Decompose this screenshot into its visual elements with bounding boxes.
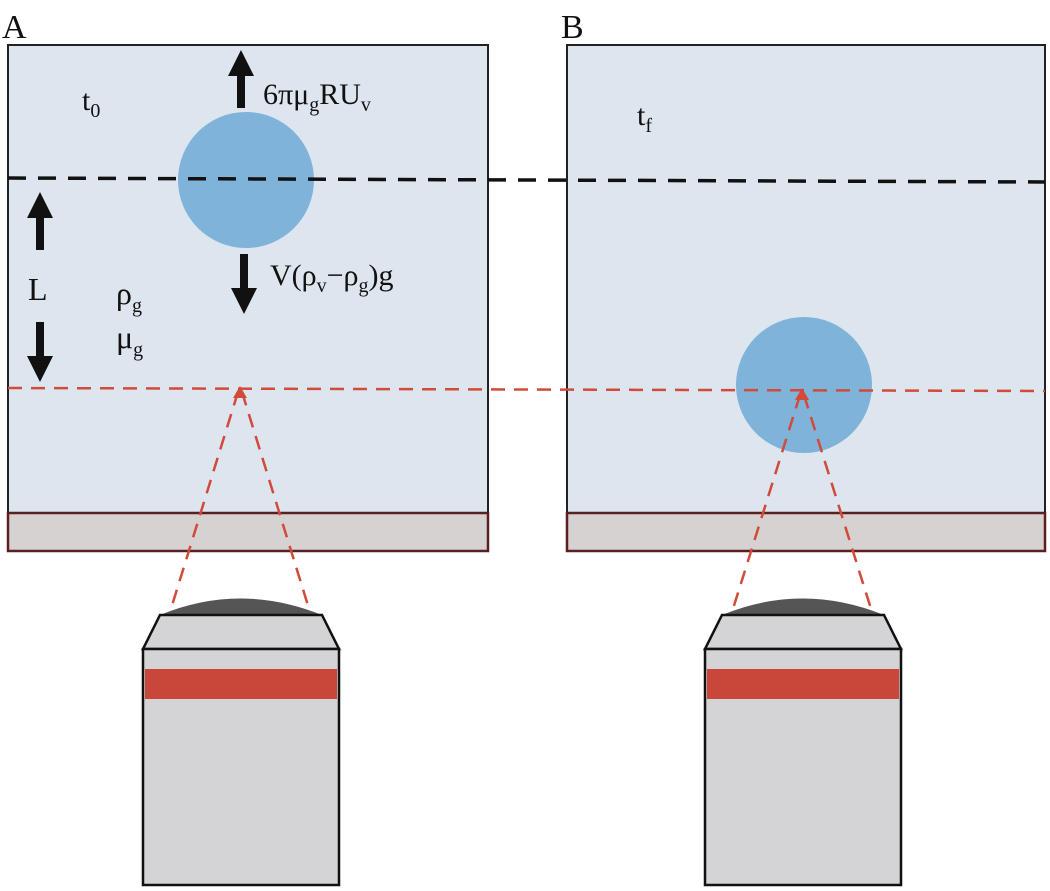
focal-cone-right-a bbox=[240, 391, 312, 613]
stage-a bbox=[6, 511, 490, 553]
focal-point-a bbox=[233, 386, 247, 398]
initial-position-line bbox=[7, 176, 1046, 184]
panel-b: B tf bbox=[561, 9, 1047, 887]
objective-lens-icon bbox=[140, 598, 342, 887]
objective-band-b bbox=[707, 669, 899, 699]
time-label-tf: tf bbox=[637, 99, 652, 137]
arrow-down-icon bbox=[231, 254, 257, 314]
objective-band-a bbox=[145, 669, 337, 699]
panel-letter-a: A bbox=[2, 9, 27, 46]
focal-plane-line bbox=[7, 386, 1046, 393]
arrow-up-icon bbox=[228, 50, 254, 108]
panel-letter-b: B bbox=[561, 9, 584, 46]
focal-cone-left-b bbox=[730, 394, 802, 613]
arrow-down-icon bbox=[27, 322, 53, 382]
focal-cone-right-b bbox=[802, 394, 874, 613]
length-label: L bbox=[28, 271, 48, 307]
objective-lens-icon bbox=[702, 598, 904, 887]
gravity-force-label: V(ρv−ρg)g bbox=[270, 259, 394, 297]
density-label: ρg bbox=[116, 275, 142, 317]
sphere-b bbox=[736, 317, 872, 453]
time-label-t0: t0 bbox=[82, 84, 100, 122]
sphere-a bbox=[178, 112, 314, 248]
arrow-up-icon bbox=[27, 192, 53, 250]
focal-point-b bbox=[795, 388, 809, 400]
panel-a: A t0 6πμgRUv V(ρv−ρg)g L ρg μg bbox=[2, 9, 490, 887]
stage-b bbox=[565, 511, 1047, 553]
viscosity-label: μg bbox=[116, 319, 143, 361]
focal-cone-left-a bbox=[168, 391, 240, 613]
drag-force-label: 6πμgRUv bbox=[263, 78, 371, 116]
